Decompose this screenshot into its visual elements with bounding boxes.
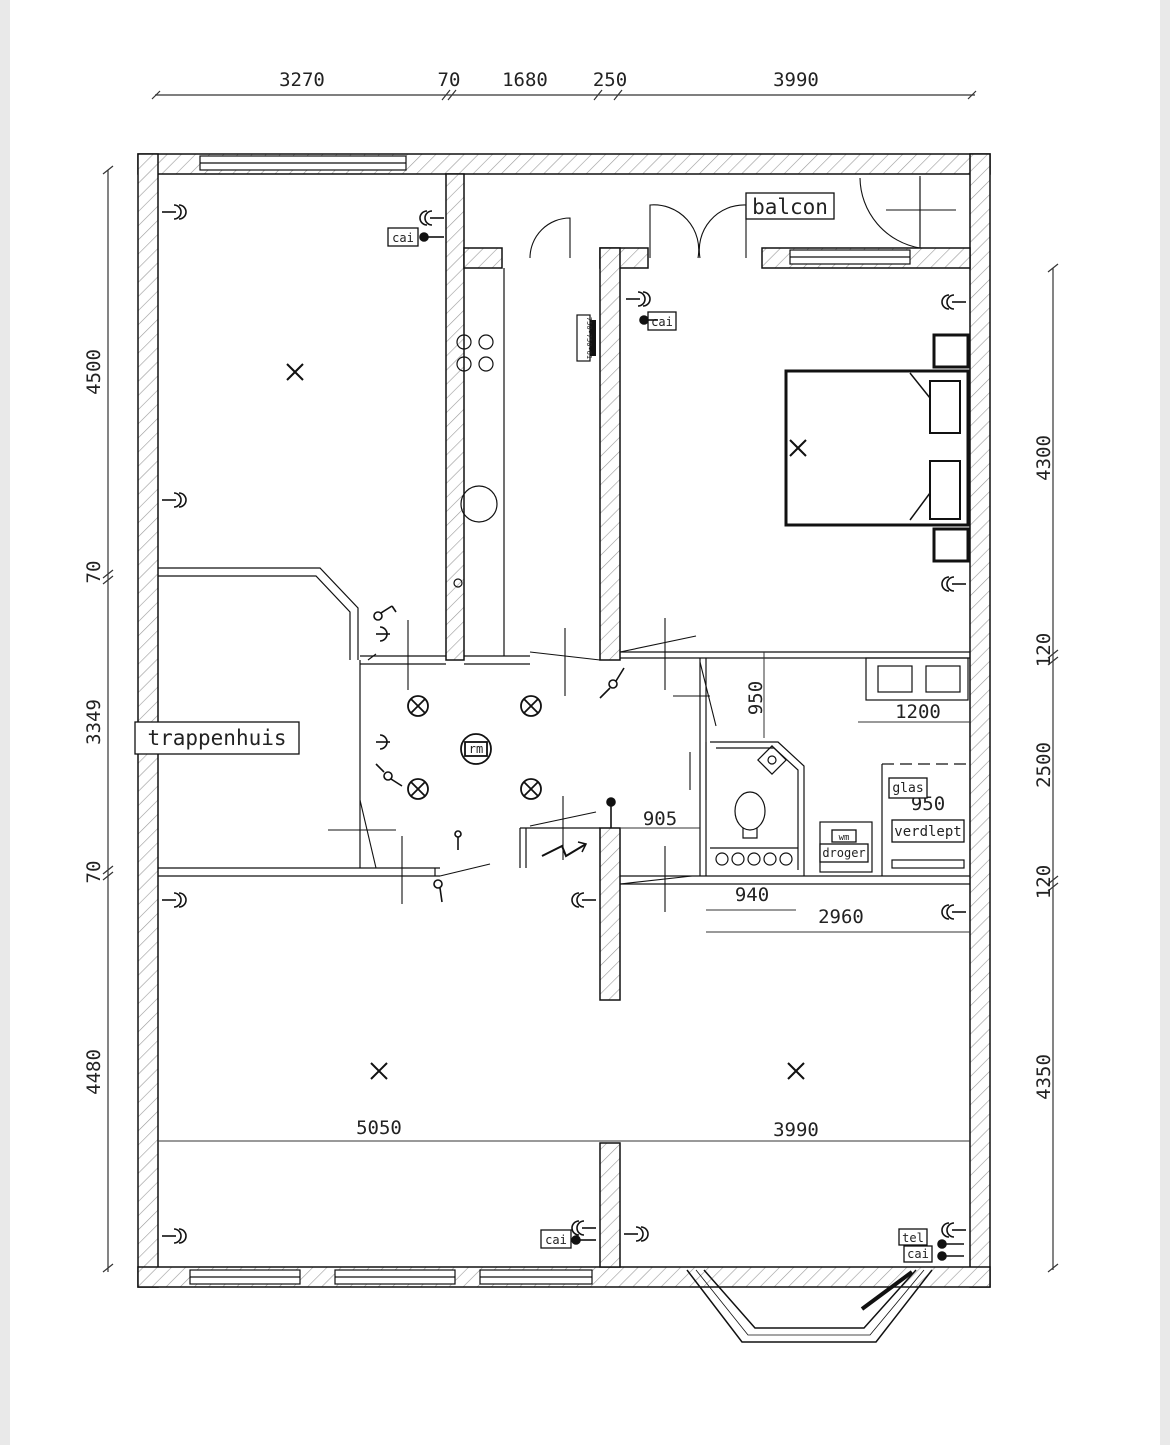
kitchen-counter xyxy=(453,268,505,656)
double-socket-icon xyxy=(626,291,651,307)
smoke-detector-icon xyxy=(460,733,492,765)
bed xyxy=(784,333,970,563)
meter-box: 750-750-61 xyxy=(576,314,596,362)
double-socket-icon xyxy=(571,892,596,908)
double-socket-icon xyxy=(162,1228,187,1244)
dim-top-3990: 3990 xyxy=(773,69,819,91)
cable-outlet-icon xyxy=(937,1251,964,1261)
hall-lamps xyxy=(407,695,542,800)
double-socket-icon xyxy=(419,210,444,226)
dim-right-120a: 120 xyxy=(1033,633,1055,667)
cable-outlet-icon xyxy=(639,315,658,325)
dim-right-4350: 4350 xyxy=(1033,1054,1055,1100)
label-cai-bottom-left: cai xyxy=(545,1233,567,1247)
label-rm: rm xyxy=(469,742,483,756)
dim-right-4300: 4300 xyxy=(1033,435,1055,481)
dim-right-2500: 2500 xyxy=(1033,742,1055,788)
double-socket-icon xyxy=(376,626,390,642)
lamp-icon xyxy=(407,778,429,800)
double-socket-icon xyxy=(941,294,966,310)
double-socket-icon xyxy=(162,892,187,908)
double-socket-icon xyxy=(941,1222,966,1238)
ceiling-point-icon xyxy=(787,1062,805,1080)
bay-window xyxy=(686,1269,933,1343)
dim-1200: 1200 xyxy=(895,701,941,723)
dim-top-250: 250 xyxy=(593,69,627,91)
dim-3990-bottom: 3990 xyxy=(773,1119,819,1141)
switch-icon xyxy=(454,830,462,850)
cable-outlet-icon xyxy=(419,232,444,242)
ceiling-point-icon xyxy=(286,363,304,381)
label-verdlept: verdlept xyxy=(894,824,961,840)
switches xyxy=(373,605,625,903)
dim-top-3270: 3270 xyxy=(279,69,325,91)
label-cai-kitchen: cai xyxy=(392,231,414,245)
stair-wall xyxy=(158,567,361,877)
dim-905: 905 xyxy=(643,808,677,830)
dim-left-70a: 70 xyxy=(83,561,105,584)
dim-950-vertical: 950 xyxy=(745,681,767,715)
dim-top-70: 70 xyxy=(438,69,461,91)
dimension-left xyxy=(102,165,114,1273)
ceiling-point-icon xyxy=(370,1062,388,1080)
switch-icon xyxy=(375,763,403,787)
dim-top-1680: 1680 xyxy=(502,69,548,91)
floor-plan: 3270 70 1680 250 3990 4500 70 3349 70 44… xyxy=(83,69,1059,1343)
label-boxes xyxy=(134,192,965,1263)
sink-icon xyxy=(460,485,498,523)
lamp-icon xyxy=(520,695,542,717)
label-cai-bedroom: cai xyxy=(651,315,673,329)
label-balcon: balcon xyxy=(752,195,828,219)
double-socket-icon xyxy=(162,492,187,508)
ceiling-points xyxy=(286,363,807,1080)
double-socket-icon xyxy=(941,576,966,592)
dim-5050: 5050 xyxy=(356,1117,402,1139)
label-wm: wm xyxy=(839,833,850,843)
sockets xyxy=(162,204,966,1244)
toilet-icon xyxy=(734,791,766,831)
windows xyxy=(189,155,911,1285)
dim-940: 940 xyxy=(735,884,769,906)
distribution-board-icon xyxy=(541,841,588,858)
label-trappenhuis: trappenhuis xyxy=(147,726,286,750)
dim-left-70b: 70 xyxy=(83,861,105,884)
label-tel: tel xyxy=(902,1231,924,1245)
hob-burner-icon xyxy=(456,334,472,350)
drawing-sheet: 3270 70 1680 250 3990 4500 70 3349 70 44… xyxy=(10,0,1160,1445)
dimension-top xyxy=(151,89,977,101)
doors xyxy=(328,176,956,912)
double-socket-icon xyxy=(162,204,187,220)
interior-dims xyxy=(158,652,970,1142)
cable-outlets xyxy=(419,232,964,1261)
ceiling-point-icon xyxy=(789,439,807,457)
dim-left-4480: 4480 xyxy=(83,1049,105,1095)
double-socket-icon xyxy=(571,1220,596,1236)
cable-outlet-icon xyxy=(937,1239,964,1249)
meter-label: 750-750-61 xyxy=(585,317,593,359)
switch-icon xyxy=(606,797,616,828)
label-droger: droger xyxy=(822,846,865,860)
label-glas: glas xyxy=(892,781,923,796)
switch-icon xyxy=(433,879,443,903)
dim-left-4500: 4500 xyxy=(83,349,105,395)
double-socket-icon xyxy=(624,1226,649,1242)
dim-left-3349: 3349 xyxy=(83,699,105,745)
lamp-icon xyxy=(407,695,429,717)
switch-icon xyxy=(599,667,625,699)
dim-2960: 2960 xyxy=(818,906,864,928)
double-socket-icon xyxy=(941,904,966,920)
dim-right-120b: 120 xyxy=(1033,865,1055,899)
label-cai-bottom-right: cai xyxy=(907,1247,929,1261)
double-socket-icon xyxy=(376,734,390,750)
dimension-right xyxy=(1047,263,1059,1273)
switch-icon xyxy=(373,605,397,621)
cable-outlet-icon xyxy=(571,1235,596,1245)
walls xyxy=(137,153,991,1288)
lamp-icon xyxy=(520,778,542,800)
